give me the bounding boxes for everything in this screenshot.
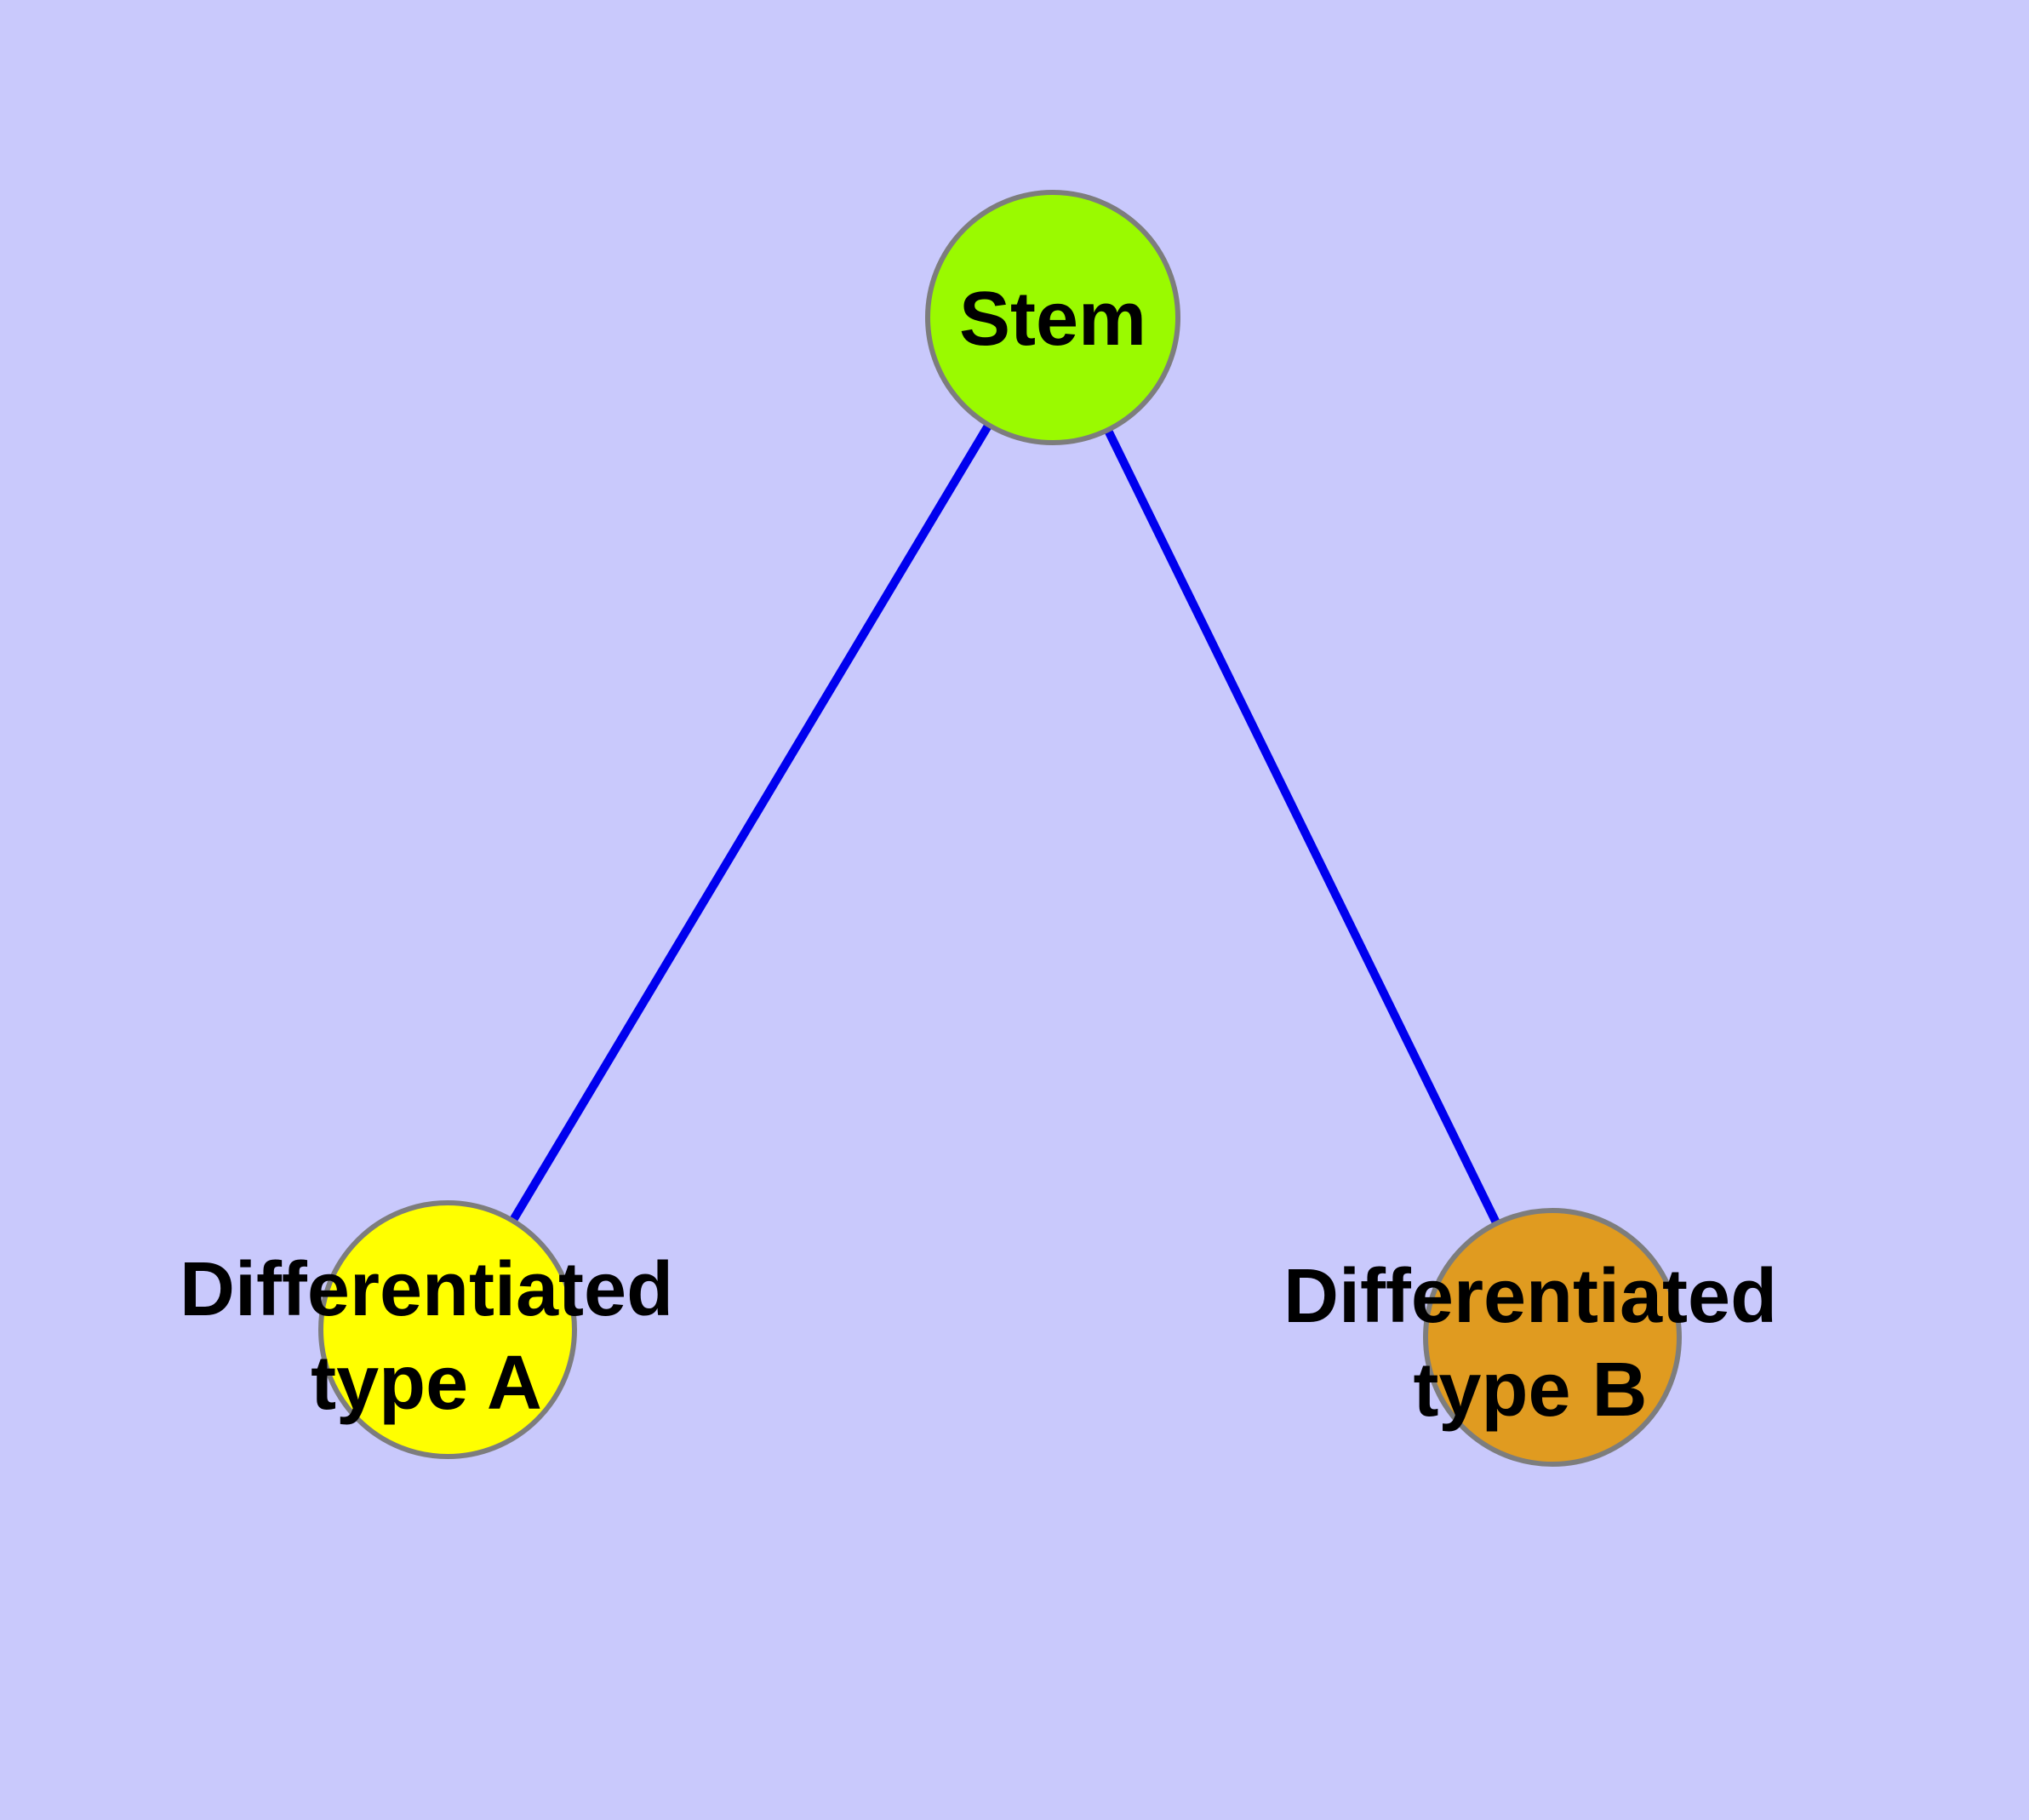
edge-stem-to-type-a <box>443 315 1057 1332</box>
node-differentiated-type-b <box>1423 1208 1682 1467</box>
node-stem-label: Stem <box>958 277 1147 362</box>
node-differentiated-type-a <box>318 1200 577 1459</box>
edge-stem-to-type-b <box>1049 315 1557 1340</box>
node-differentiated-type-b-label: Differentiated type B <box>1283 1254 1778 1433</box>
node-stem <box>925 190 1180 445</box>
node-differentiated-type-a-label: Differentiated type A <box>179 1247 674 1426</box>
